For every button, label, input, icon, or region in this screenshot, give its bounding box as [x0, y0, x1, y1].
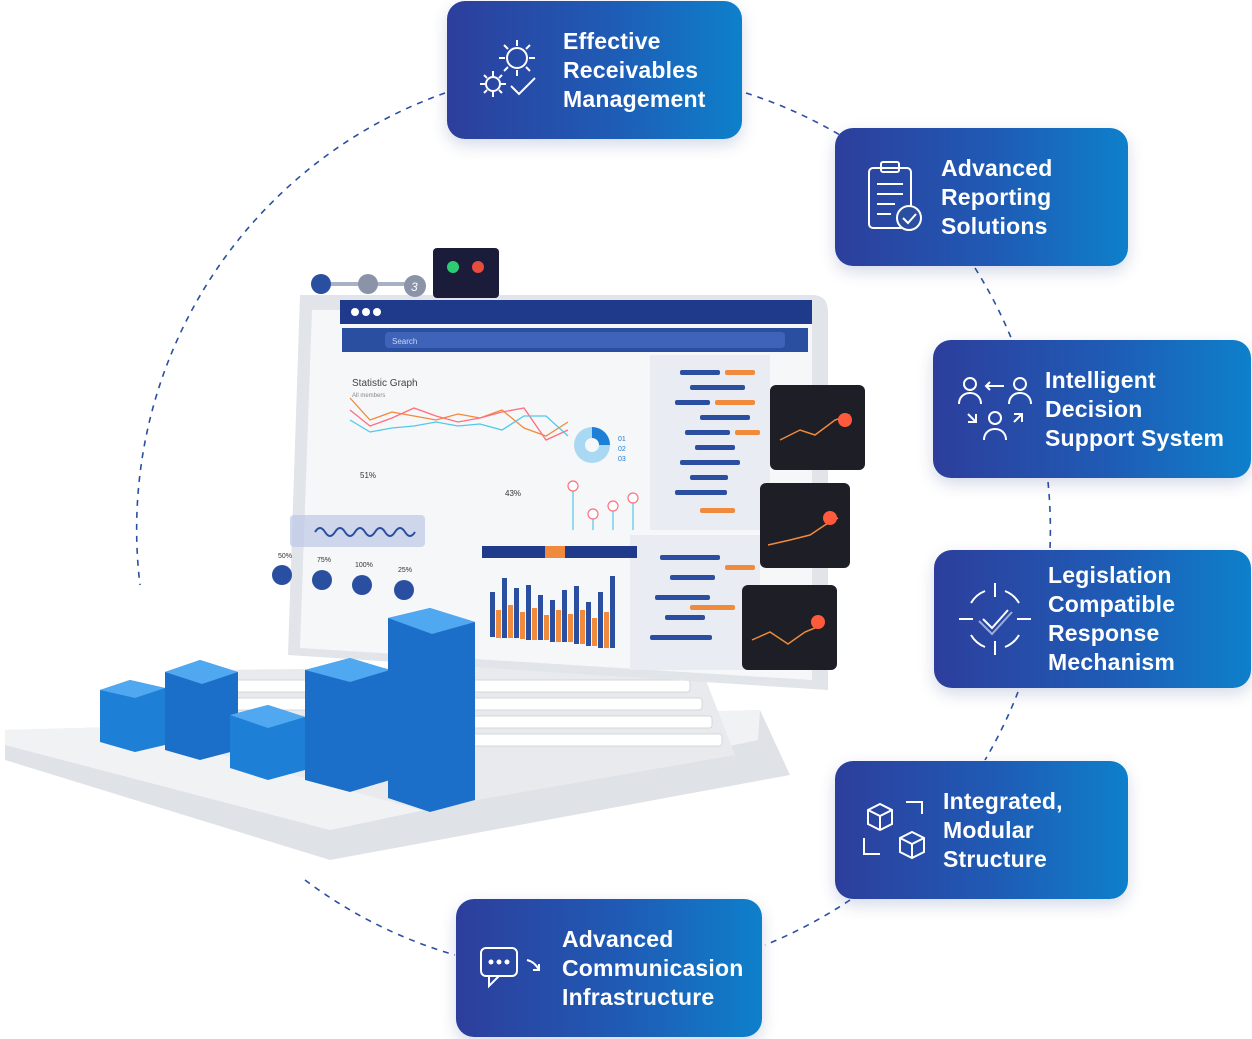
svg-text:25%: 25%	[398, 567, 412, 574]
feature-line: Response	[1048, 620, 1160, 646]
svg-text:75%: 75%	[317, 557, 331, 564]
feature-card-reporting[interactable]: Advanced Reporting Solutions	[835, 128, 1128, 266]
feature-line: Compatible	[1048, 591, 1176, 617]
feature-line: Communicasion	[562, 954, 744, 981]
chat-bubble-icon	[476, 933, 552, 1003]
people-exchange-icon	[955, 369, 1035, 449]
svg-text:All members: All members	[352, 393, 385, 399]
feature-card-legislation[interactable]: Legislation Compatible Response Mechanis…	[934, 550, 1251, 688]
gears-check-icon	[471, 30, 551, 110]
svg-text:03: 03	[618, 456, 626, 463]
cubes-icon	[859, 790, 933, 870]
svg-text:Statistic Graph: Statistic Graph	[352, 378, 418, 389]
feature-line: Integrated,	[943, 787, 1063, 814]
target-check-icon	[954, 578, 1036, 660]
laptop-dashboard-illustration: Search Statistic Graph All members 51% 4…	[0, 240, 900, 880]
feature-line: Support System	[1045, 424, 1225, 451]
svg-text:Search: Search	[392, 337, 417, 346]
svg-text:01: 01	[618, 436, 626, 443]
feature-line: Management	[563, 85, 706, 112]
feature-line: Legislation	[1048, 562, 1172, 588]
feature-card-communication[interactable]: Advanced Communicasion Infrastructure	[456, 899, 762, 1037]
svg-text:02: 02	[618, 446, 626, 453]
feature-line: Advanced	[562, 925, 674, 952]
feature-line: Effective	[563, 27, 661, 54]
feature-line: Intelligent	[1045, 366, 1156, 393]
feature-card-receivables[interactable]: Effective Receivables Management	[447, 1, 742, 139]
svg-text:51%: 51%	[360, 471, 376, 480]
feature-line: Mechanism	[1048, 649, 1176, 675]
svg-text:3: 3	[411, 280, 418, 294]
svg-text:100%: 100%	[355, 562, 373, 569]
feature-line: Modular	[943, 816, 1034, 843]
svg-text:43%: 43%	[505, 489, 521, 498]
feature-line: Solutions	[941, 212, 1048, 239]
feature-card-modular[interactable]: Integrated, Modular Structure	[835, 761, 1128, 899]
feature-card-decision[interactable]: Intelligent Decision Support System	[933, 340, 1251, 478]
browser-dot-1	[351, 308, 359, 316]
feature-line: Advanced	[941, 154, 1053, 181]
feature-line: Receivables	[563, 56, 699, 83]
feature-line: Reporting	[941, 183, 1052, 210]
clipboard-check-icon	[861, 157, 929, 237]
feature-line: Infrastructure	[562, 983, 715, 1010]
svg-text:50%: 50%	[278, 553, 292, 560]
feature-line: Decision	[1045, 395, 1143, 422]
feature-line: Structure	[943, 845, 1048, 872]
